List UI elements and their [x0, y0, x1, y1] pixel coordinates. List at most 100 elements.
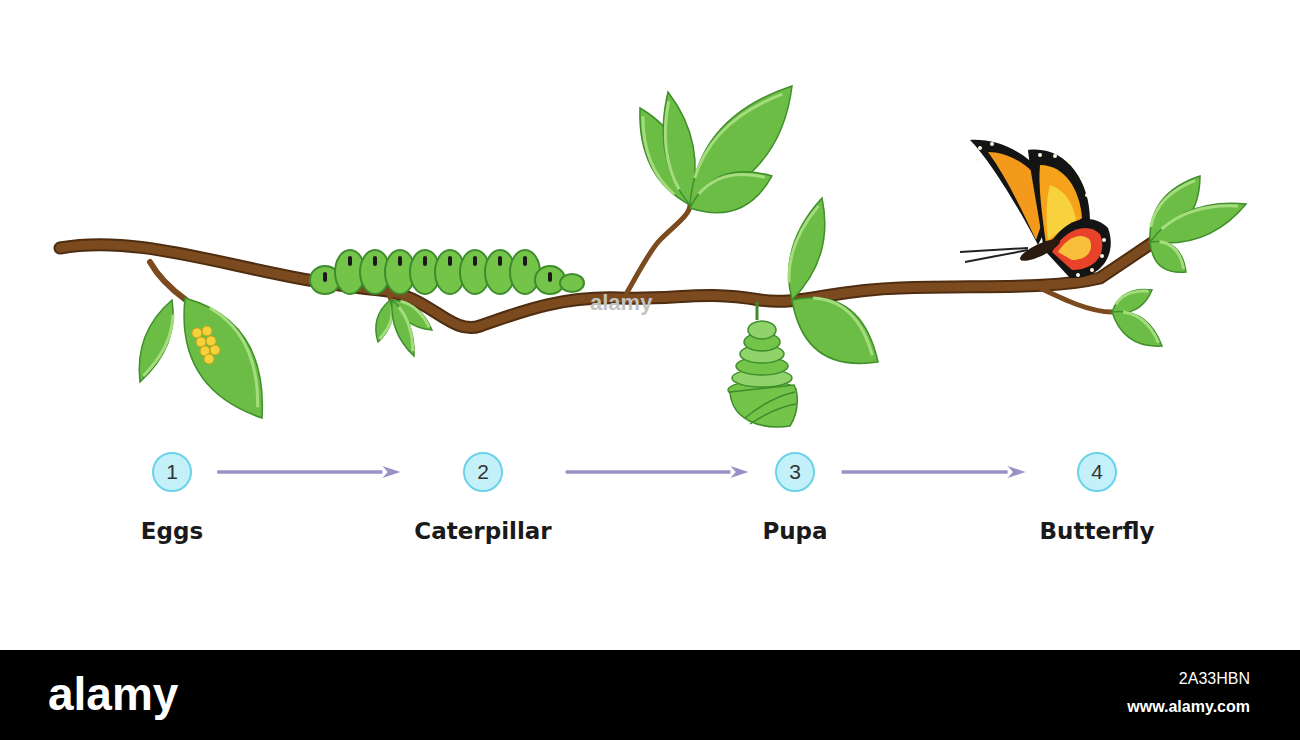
leaf-blade: [777, 279, 893, 383]
leaf-highlight: [806, 290, 885, 355]
arrow-shaft: [842, 470, 1008, 474]
leaf-highlight: [143, 313, 177, 380]
leaf: [683, 159, 778, 225]
leaf-blade: [1143, 233, 1194, 281]
leaf-highlight: [198, 302, 277, 407]
caterpillar-segment: [510, 250, 540, 294]
egg: [204, 354, 214, 364]
leaf-highlight: [1114, 285, 1148, 309]
leaf: [1105, 302, 1168, 355]
leaf: [161, 283, 286, 434]
branch: [60, 205, 1152, 328]
arrow-head: [730, 466, 748, 478]
stage-label: Eggs: [141, 516, 203, 546]
hindwing-fill: [1052, 228, 1102, 270]
dot: [1053, 154, 1057, 158]
leaf-blade: [1105, 302, 1168, 355]
body: [1018, 235, 1063, 264]
dot: [990, 142, 994, 146]
stage-node: 1Eggs: [141, 452, 203, 546]
leaf-blade: [385, 297, 420, 358]
leaf-blade: [161, 283, 286, 434]
caterpillar-mark: [423, 256, 427, 266]
footer-bar: [0, 650, 1300, 740]
egg: [192, 328, 202, 338]
caterpillar-mark: [398, 256, 402, 266]
dot: [1076, 273, 1080, 277]
pupa-wing-line: [745, 392, 796, 424]
leaf: [385, 297, 420, 358]
image-id: 2A33HBN: [1179, 670, 1250, 688]
footer-logo: alamy: [48, 668, 178, 721]
stage-arrow: [842, 466, 1026, 478]
branch: [60, 243, 1152, 328]
branch-outline: [60, 243, 1152, 328]
leaf-blade: [683, 159, 778, 225]
caterpillar-mark: [498, 256, 502, 266]
pupa-stalk: [756, 302, 759, 320]
dot: [1090, 268, 1094, 272]
butterfly: [960, 140, 1111, 278]
leaves: [129, 69, 1251, 433]
pupa: [728, 321, 797, 427]
step-number: 2: [463, 452, 503, 492]
egg: [210, 345, 220, 355]
leaf-blade: [129, 296, 183, 387]
stage-label: Pupa: [762, 516, 827, 546]
leaf-highlight: [1120, 308, 1164, 342]
wing-dots: [976, 142, 1106, 277]
hindwing: [1046, 219, 1111, 278]
dot: [1068, 160, 1072, 164]
step-number: 1: [152, 452, 192, 492]
leaf-highlight: [696, 163, 765, 202]
twig: [625, 205, 690, 296]
eggs: [192, 326, 220, 364]
stage-node: 3Pupa: [762, 452, 827, 546]
step-number: 4: [1077, 452, 1117, 492]
stage-label: Caterpillar: [414, 516, 551, 546]
caterpillar: [310, 250, 584, 294]
hindwing-band: [1058, 236, 1091, 260]
leaf: [1143, 233, 1194, 281]
leaf-highlight: [396, 306, 418, 351]
caterpillar-mark: [373, 256, 377, 266]
footer-url: www.alamy.com: [1127, 698, 1250, 716]
pupa-bottom: [730, 385, 797, 427]
antenna: [965, 250, 1028, 262]
caterpillar-mark: [348, 256, 352, 266]
step-number: 3: [775, 452, 815, 492]
leaf-highlight: [1160, 195, 1238, 235]
caterpillar-mark: [523, 256, 527, 266]
caterpillar-mark: [448, 256, 452, 266]
dot: [1085, 193, 1089, 197]
caterpillar-mark: [548, 272, 552, 282]
arrow-shaft: [217, 470, 382, 474]
stage-node: 2Caterpillar: [414, 452, 551, 546]
stage-arrow: [217, 466, 400, 478]
dot: [1038, 153, 1042, 157]
stage-arrow: [566, 466, 749, 478]
leaf-highlight: [687, 80, 782, 186]
leaf: [777, 279, 893, 383]
dot: [1100, 254, 1104, 258]
egg: [206, 336, 216, 346]
arrow-head: [1008, 466, 1026, 478]
egg: [202, 326, 212, 336]
watermark: alamy: [590, 290, 652, 315]
stage-node: 4Butterfly: [1040, 452, 1155, 546]
leaf: [778, 194, 835, 304]
pupa-band: [748, 321, 776, 339]
stage-label: Butterfly: [1040, 516, 1155, 546]
arrow-head: [382, 466, 400, 478]
leaf: [129, 296, 183, 387]
egg: [196, 337, 206, 347]
dot: [978, 146, 982, 150]
dot: [976, 158, 980, 162]
leaf-blade: [778, 194, 835, 304]
leaf-highlight: [1156, 238, 1190, 269]
leaf-highlight: [657, 101, 686, 190]
twig: [150, 262, 186, 300]
dot: [1080, 176, 1084, 180]
